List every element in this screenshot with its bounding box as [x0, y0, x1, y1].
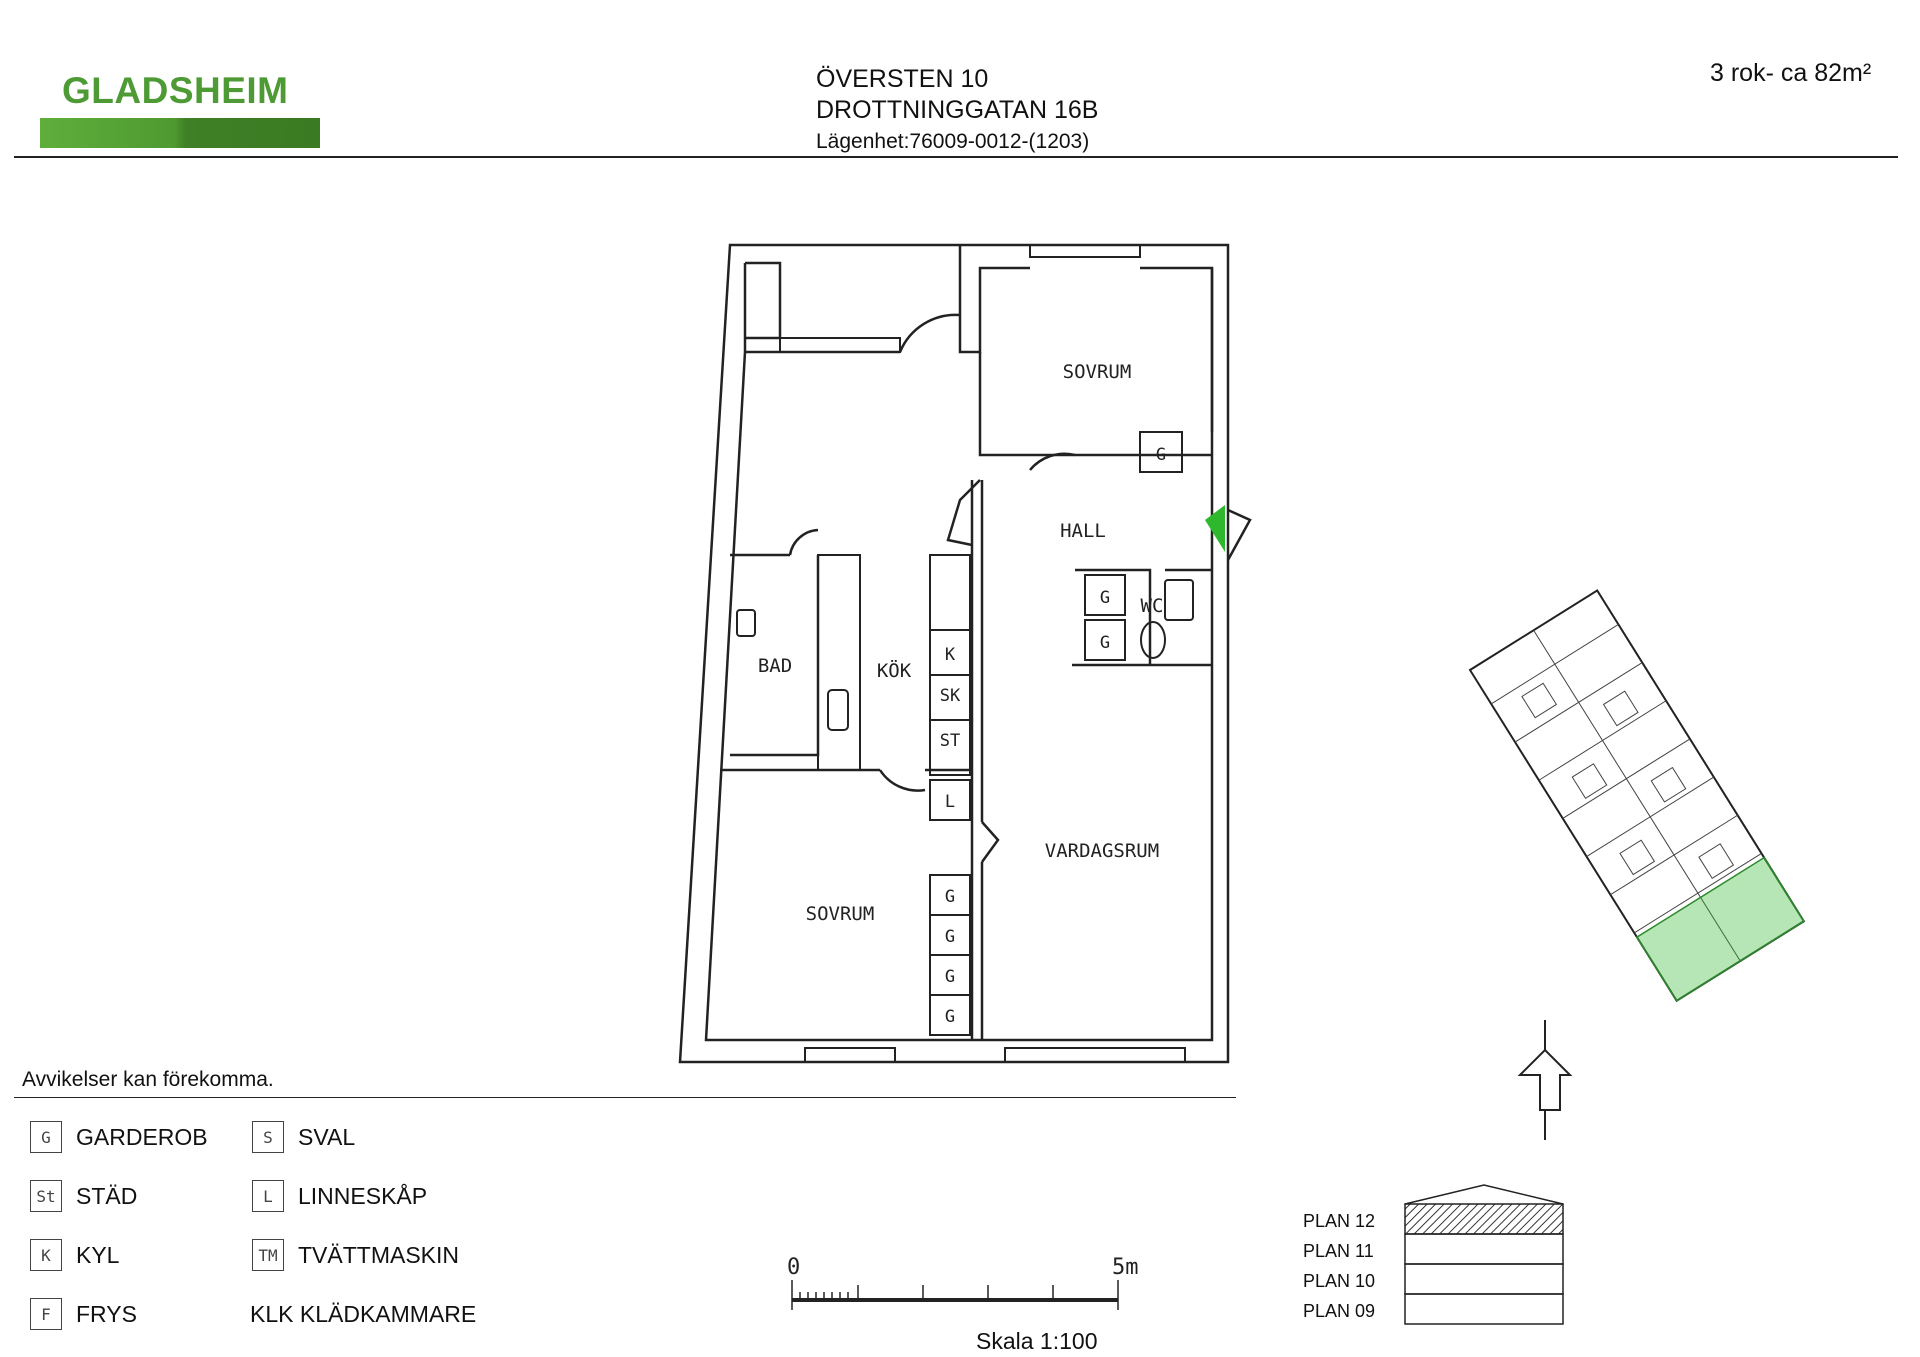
plan-label-12: PLAN 12 [1303, 1211, 1376, 1231]
balcony-door-arc [898, 313, 961, 353]
bath-sink [736, 609, 756, 637]
plan-label-09: PLAN 09 [1303, 1301, 1376, 1321]
legend-label: GARDEROB [76, 1123, 208, 1150]
bedroom-top-bottom-wall [978, 352, 1212, 457]
kitchen-door-arc [878, 769, 926, 792]
window [779, 337, 901, 353]
legend-label: KLK KLÄDKAMMARE [250, 1300, 477, 1327]
fixture-label-g: G [945, 1007, 955, 1027]
legend-code-box: G [30, 1121, 62, 1153]
fixture-label-g: G [945, 927, 955, 947]
legend-label: FRYS [76, 1300, 137, 1327]
room-label-wc: WC [1141, 595, 1164, 617]
legend-item-linneskap: L LINNESKÅP [252, 1180, 427, 1212]
sink [1164, 579, 1194, 621]
fixture-label-k: K [945, 645, 956, 665]
fixture-label-g: G [945, 967, 955, 987]
kitchen-cabinets [929, 554, 971, 776]
legend-label: STÄD [76, 1182, 138, 1209]
disclaimer-text: Avvikelser kan förekomma. [22, 1068, 274, 1091]
legend-item-stad: St STÄD [30, 1180, 137, 1212]
window [1029, 244, 1141, 258]
entrance-door [1226, 508, 1252, 561]
bedroom-top-wall [958, 245, 1030, 354]
room-label-bad: BAD [758, 655, 792, 677]
legend-label: TVÄTTMASKIN [298, 1241, 460, 1268]
legend-label: SVAL [298, 1123, 356, 1150]
north-arrow-icon [1517, 1020, 1573, 1140]
fixture-label-g: G [945, 887, 955, 907]
fixture-label-g: G [1156, 445, 1166, 465]
scale-start-label: 0 [787, 1255, 800, 1280]
scale-end-label: 5m [1112, 1255, 1139, 1280]
legend-item-tvattmaskin: TM TVÄTTMASKIN [252, 1239, 459, 1271]
legend-item-kyl: K KYL [30, 1239, 119, 1271]
apartment-highlight [1635, 856, 1805, 1002]
brand-logo-bar [40, 118, 320, 148]
property-title: ÖVERSTEN 10 [816, 65, 989, 93]
header-divider [14, 156, 1898, 158]
wc-wall [1075, 568, 1212, 665]
plan-stack [1404, 1184, 1564, 1325]
legend-item-kladkammare: KLK KLÄDKAMMARE [250, 1298, 476, 1330]
property-address: DROTTNINGGATAN 16B [816, 96, 1099, 124]
fixture-label-g: G [1100, 588, 1110, 608]
legend-label: LINNESKÅP [298, 1182, 428, 1209]
plan-label-11: PLAN 11 [1303, 1241, 1374, 1261]
entrance-marker-icon [1205, 505, 1225, 552]
hall-door [946, 479, 981, 547]
legend-code-box: K [30, 1239, 62, 1271]
fixture-label-g: G [1100, 633, 1110, 653]
kitchen-counter [817, 554, 861, 771]
bathroom-door-arc [788, 528, 819, 556]
window [1004, 1047, 1186, 1063]
legend-item-garderob: G GARDEROB [30, 1121, 208, 1153]
fixture-label-l: L [945, 792, 955, 812]
fixture-label-st: ST [940, 731, 960, 751]
window [804, 1047, 896, 1063]
plan-label-10: PLAN 10 [1303, 1271, 1376, 1291]
scale-bar [791, 1280, 1119, 1310]
fixture-label-sk: SK [940, 686, 961, 706]
brand-logo-text: GLADSHEIM [62, 70, 289, 111]
legend-item-sval: S SVAL [252, 1121, 355, 1153]
legend-code-box: F [30, 1298, 62, 1330]
legend-code-box: S [252, 1121, 284, 1153]
scale-label: Skala 1:100 [976, 1328, 1098, 1354]
balcony-wall [745, 261, 782, 340]
legend-code-box: St [30, 1180, 62, 1212]
inner-wall [704, 263, 1214, 1042]
room-label-sovrum-top: SOVRUM [1063, 361, 1132, 383]
legend-code-box: L [252, 1180, 284, 1212]
toilet [1140, 621, 1166, 659]
kitchen-sink [827, 689, 849, 731]
room-label-kok: KÖK [877, 659, 912, 682]
living-door [980, 821, 1000, 863]
room-label-vardagsrum: VARDAGSRUM [1045, 840, 1159, 862]
apartment-size: 3 rok- ca 82m² [1710, 59, 1872, 87]
legend-divider [14, 1097, 1236, 1098]
legend-label: KYL [76, 1241, 120, 1268]
bedroom-door-arc [1029, 452, 1076, 471]
apartment-number: Lägenhet:76009-0012-(1203) [816, 130, 1090, 153]
site-plan [1468, 589, 1806, 1003]
legend-code-box: TM [252, 1239, 284, 1271]
room-label-sovrum-bottom: SOVRUM [806, 903, 875, 925]
room-label-hall: HALL [1060, 520, 1106, 542]
legend-item-frys: F FRYS [30, 1298, 137, 1330]
